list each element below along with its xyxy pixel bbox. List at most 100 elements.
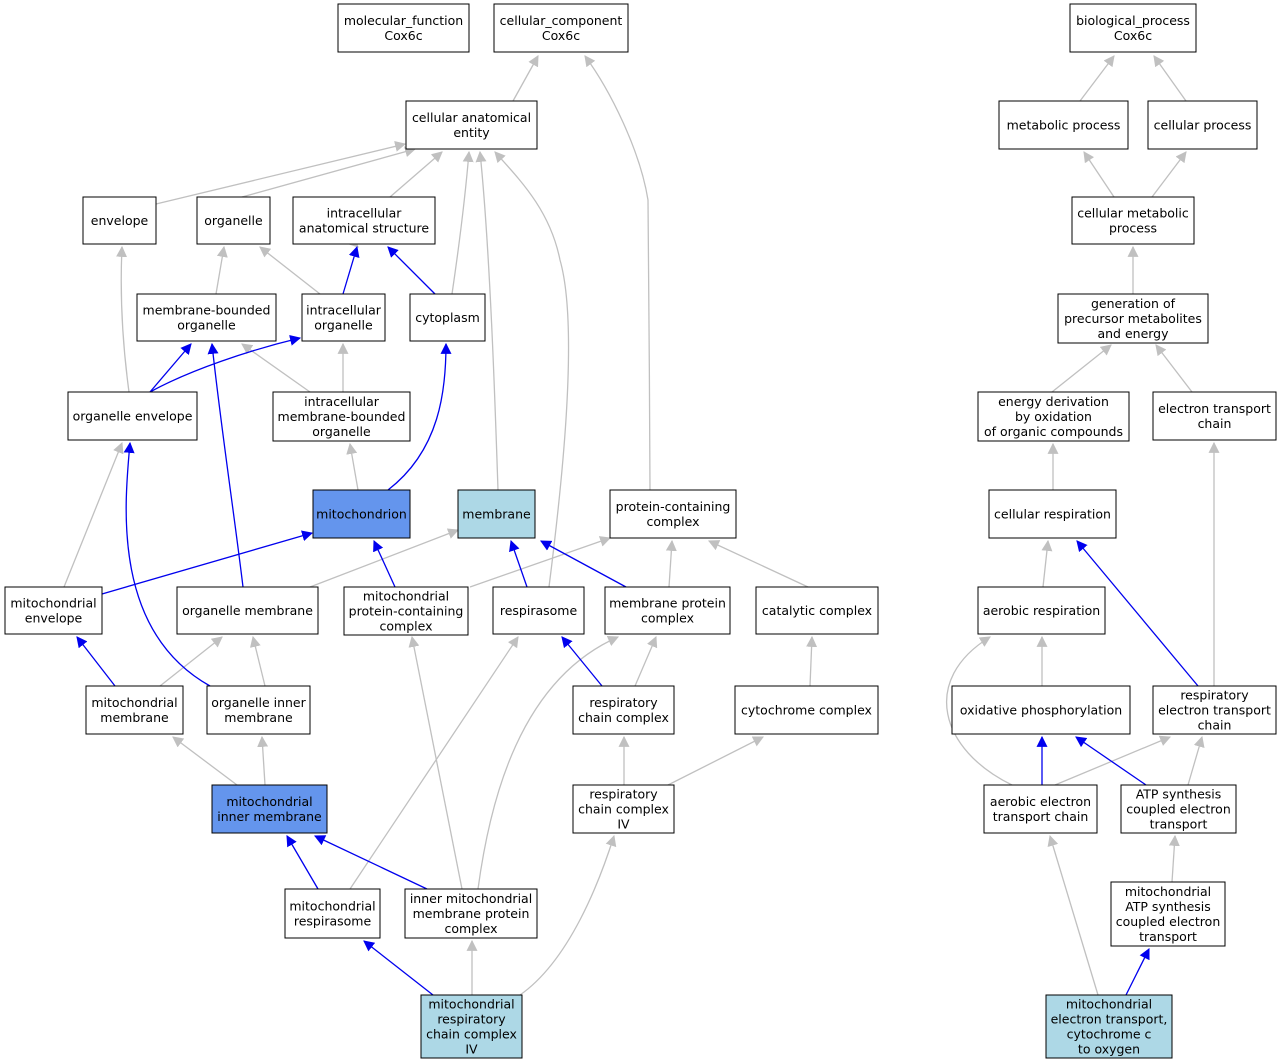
node-label-line: membrane-bounded (143, 303, 271, 318)
node-label-line: complex (445, 921, 498, 936)
part-of-edge-66 (1076, 540, 1199, 687)
node-box (1152, 391, 1277, 441)
node-label-line: chain (1198, 416, 1232, 431)
go-term-node-cr[interactable]: cellular respiration (988, 489, 1117, 539)
is-a-edge-0 (512, 55, 539, 102)
node-label-line: to oxygen (1078, 1042, 1140, 1057)
node-label-line: mitochondrial (289, 899, 375, 914)
node-label-line: respiratory (589, 787, 658, 802)
node-box (420, 994, 523, 1059)
node-label-line: cytoplasm (415, 310, 480, 325)
node-label-line: electron transport (1158, 703, 1271, 718)
go-term-node-oxphos[interactable]: oxidative phosphorylation (951, 685, 1131, 735)
node-label-line: chain complex (426, 1027, 517, 1042)
node-label-line: catalytic complex (762, 603, 872, 618)
go-term-node-organelle[interactable]: organelle (196, 196, 271, 245)
node-label-line: anatomical structure (299, 221, 429, 236)
node-label-line: generation of (1091, 296, 1176, 311)
node-label-line: complex (647, 514, 700, 529)
node-label-line: membrane-bounded (278, 409, 406, 424)
node-label-line: energy derivation (998, 394, 1109, 409)
node-label-line: transport (1150, 817, 1208, 832)
node-label-line: precursor metabolites (1064, 311, 1202, 326)
node-box (272, 391, 411, 442)
go-term-node-mito[interactable]: mitochondrion (312, 489, 411, 539)
go-term-node-envelope[interactable]: envelope (82, 196, 157, 245)
node-label-line: protein-containing (349, 604, 464, 619)
node-label-line: Cox6c (384, 28, 422, 43)
node-label-line: membrane (100, 710, 169, 725)
node-box (998, 100, 1129, 150)
node-box (988, 489, 1117, 539)
is-a-edge-35 (945, 636, 1013, 786)
is-a-edge-1 (584, 55, 651, 491)
is-a-edge-30 (159, 636, 223, 687)
node-label-line: cellular anatomical (412, 110, 531, 125)
node-label-line: organelle membrane (182, 603, 313, 618)
is-a-edge-20 (1155, 344, 1193, 393)
part-of-edge-54 (101, 530, 314, 595)
go-term-node-metabolic[interactable]: metabolic process (998, 100, 1129, 150)
go-term-node-oe[interactable]: organelle envelope (67, 391, 198, 441)
is-a-edge-24 (63, 441, 124, 588)
is-a-edge-39 (1187, 735, 1205, 786)
is-a-edge-32 (634, 635, 658, 687)
go-term-node-ar[interactable]: aerobic respiration (977, 586, 1106, 635)
node-label-line: intracellular (306, 303, 382, 318)
go-term-node-catc[interactable]: catalytic complex (755, 586, 879, 635)
node-label-line: intracellular (304, 394, 380, 409)
node-label-line: organelle (314, 318, 373, 333)
go-term-node-cytc[interactable]: cytochrome complex (734, 685, 879, 735)
node-box (1110, 881, 1226, 947)
go-term-node-membrane[interactable]: membrane (457, 489, 536, 539)
is-a-edge-31 (250, 635, 266, 687)
node-box (572, 784, 675, 834)
go-term-node-cyto[interactable]: cytoplasm (409, 293, 486, 342)
go-term-node-om[interactable]: organelle membrane (176, 586, 319, 635)
go-term-node-resp[interactable]: respirasome (492, 586, 585, 635)
node-label-line: respirasome (500, 603, 578, 618)
part-of-edge-56 (207, 342, 244, 588)
node-label-line: respiratory (589, 695, 658, 710)
is-a-edge-4 (155, 140, 407, 205)
node-label-line: entity (453, 125, 490, 140)
part-of-edge-51 (149, 343, 192, 393)
node-box (1045, 994, 1173, 1059)
go-term-node-cellproc[interactable]: cellular process (1147, 100, 1258, 150)
node-label-line: organelle inner (211, 695, 306, 710)
node-box (82, 196, 157, 245)
node-label-line: electron transport (1158, 401, 1271, 416)
node-box (409, 293, 486, 342)
node-label-line: mitochondrial (1125, 884, 1211, 899)
node-label-line: IV (465, 1042, 478, 1057)
